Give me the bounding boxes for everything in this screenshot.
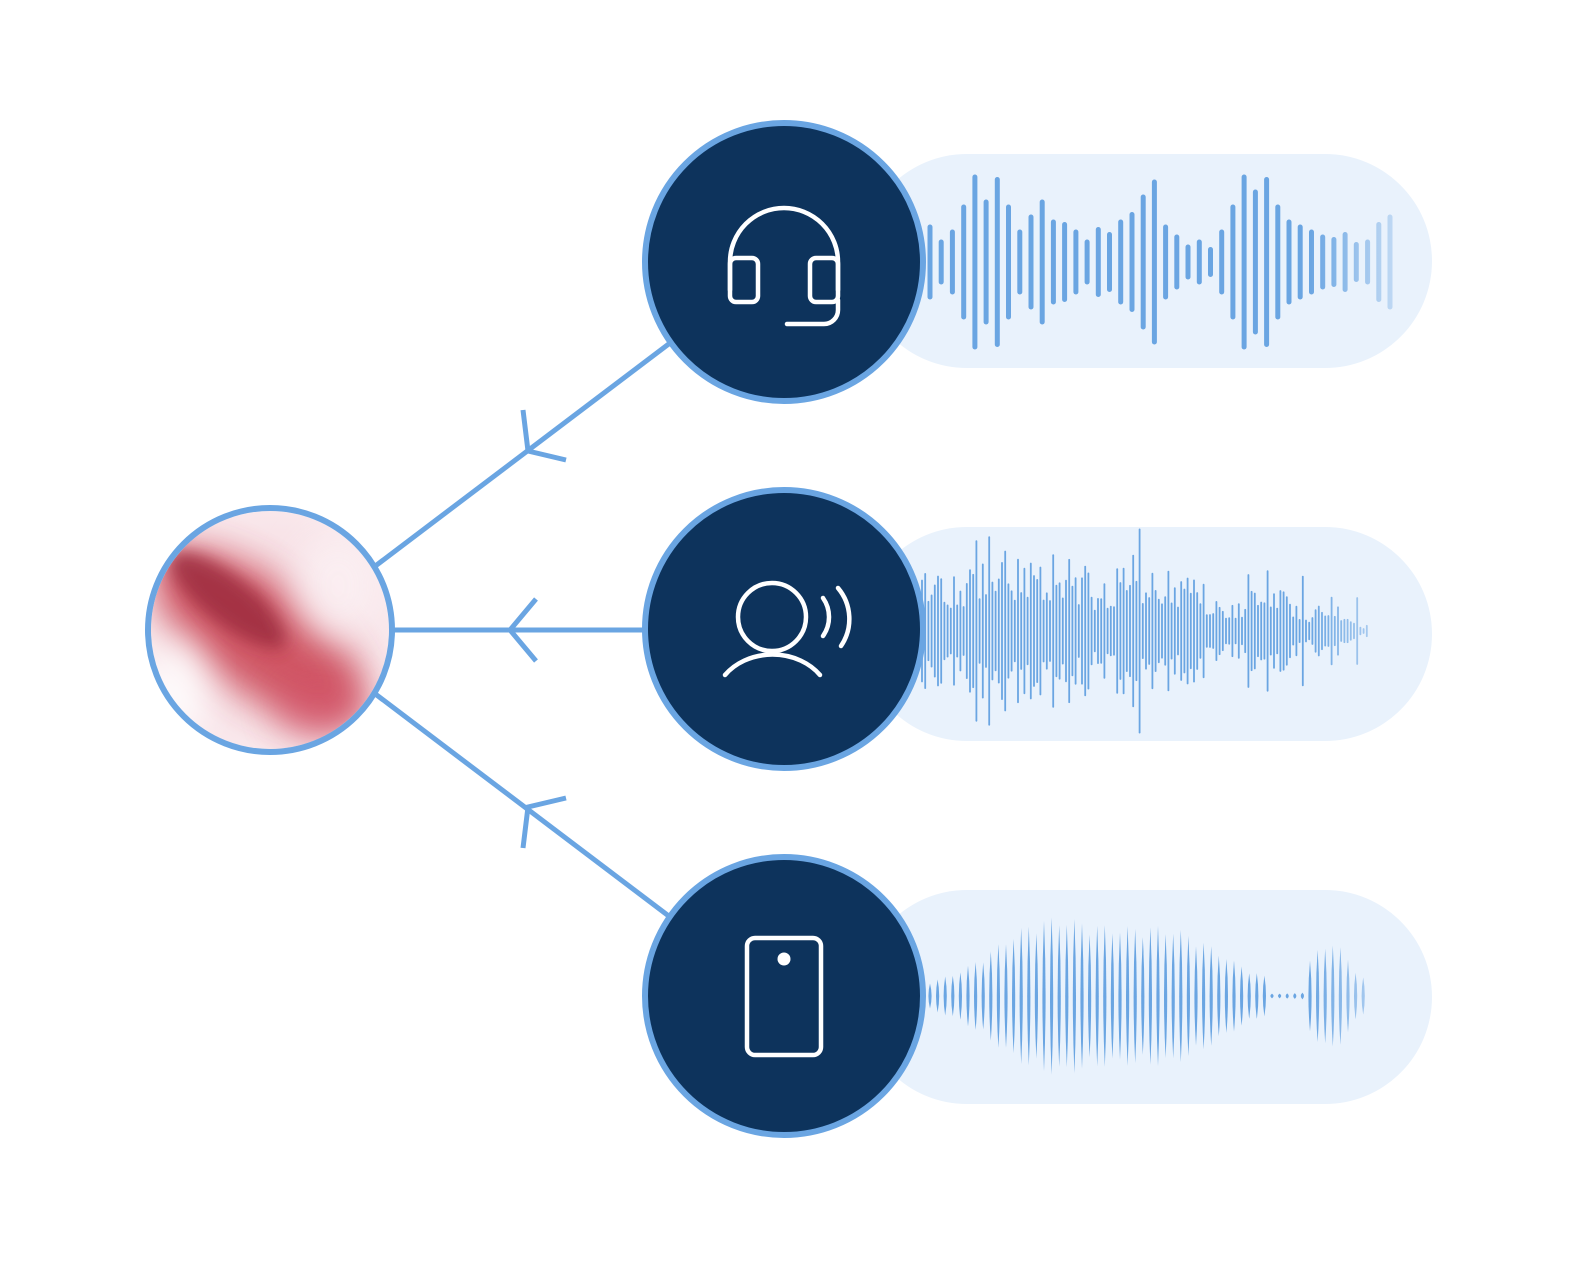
node-circle-voice	[645, 490, 923, 768]
connector-headset	[374, 340, 674, 567]
gradient-orb	[124, 500, 400, 760]
connector-phone	[374, 693, 674, 920]
node-circle-phone	[645, 857, 923, 1135]
hub-node	[124, 500, 400, 760]
source-node-phone	[645, 857, 923, 1135]
node-circle-headset	[645, 123, 923, 401]
source-node-voice	[645, 490, 923, 768]
source-node-headset	[645, 123, 923, 401]
